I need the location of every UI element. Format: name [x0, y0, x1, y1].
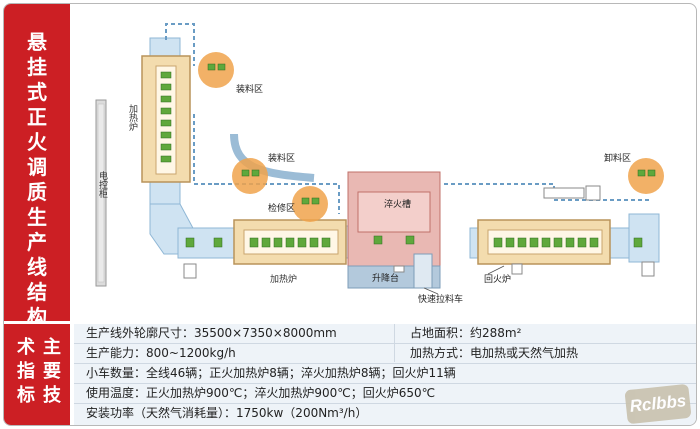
figure-frame: 悬挂式正火调质生产线结构 主要技 术指标: [3, 3, 697, 426]
spec-divider: [394, 324, 395, 362]
heating-furnace-top-label: 加热炉: [127, 104, 138, 132]
layout-svg: 电控柜 加热炉 加热炉 淬火槽 升降台 快速拉料车: [95, 23, 664, 305]
spec-row: 安装功率（天然气消耗量）：1750kw（200Nm³/h）: [74, 404, 696, 423]
unloading-zone: [628, 158, 664, 194]
control-cabinet-label: 电控柜: [97, 170, 108, 199]
fast-pull-cart-label: 快速拉料车: [418, 293, 463, 305]
loading-zone-1-label: 装料区: [236, 83, 263, 95]
equipment: [183, 185, 655, 279]
spec-cart-count: 小车数量：全线46辆；正火加热炉8辆；淬火加热炉8辆；回火炉11辆: [86, 366, 456, 380]
specs-heading-col1: 主要技: [43, 337, 61, 406]
spec-row: 小车数量：全线46辆；正火加热炉8辆；淬火加热炉8辆；回火炉11辆: [74, 364, 696, 384]
quench-tank: [357, 191, 431, 233]
spec-dimensions: 生产线外轮廓尺寸：35500×7350×8000mm: [86, 326, 337, 340]
spec-heating-method: 加热方式：电加热或天然气加热: [410, 346, 579, 360]
carts: [160, 63, 656, 248]
title-panel: 悬挂式正火调质生产线结构: [4, 4, 70, 329]
overhead-route: [165, 23, 649, 214]
technical-specs: 生产线外轮廓尺寸：35500×7350×8000mm 占地面积：约288m² 生…: [74, 324, 696, 425]
unloading-zone-label: 卸料区: [604, 152, 631, 164]
watermark-logo: Rclbbs: [624, 383, 692, 425]
specs-heading-col2: 术指标: [17, 337, 35, 406]
spec-row: 生产能力：800~1200kg/h 加热方式：电加热或天然气加热: [74, 344, 696, 364]
maintenance-zone: [292, 186, 328, 222]
spec-floor-area: 占地面积：约288m²: [410, 326, 522, 340]
tempering-furnace-label: 回火炉: [484, 273, 511, 285]
spec-row: 使用温度：正火加热炉900℃；淬火加热炉900℃；回火炉650℃: [74, 384, 696, 404]
quench-tank-label: 淬火槽: [384, 198, 411, 210]
spec-capacity: 生产能力：800~1200kg/h: [86, 346, 236, 360]
lift-table-label: 升降台: [372, 272, 399, 284]
control-cabinet: [95, 99, 107, 287]
loading-zone-2: [232, 158, 268, 194]
figure-title: 悬挂式正火调质生产线结构: [27, 30, 47, 329]
loading-zone-1: [198, 52, 234, 88]
maintenance-zone-label: 检修区: [268, 202, 295, 214]
spec-row: 生产线外轮廓尺寸：35500×7350×8000mm 占地面积：约288m²: [74, 324, 696, 344]
spec-power: 安装功率（天然气消耗量）：1750kw（200Nm³/h）: [86, 406, 368, 420]
fast-pull-cart: [413, 253, 433, 289]
spec-temperature: 使用温度：正火加热炉900℃；淬火加热炉900℃；回火炉650℃: [86, 386, 436, 400]
heating-furnace-bottom-label: 加热炉: [270, 273, 297, 285]
production-line-diagram: 电控柜 加热炉 加热炉 淬火槽 升降台 快速拉料车: [74, 4, 696, 321]
specs-heading-panel: 主要技 术指标: [4, 324, 70, 425]
loading-zone-2-label: 装料区: [268, 152, 295, 164]
